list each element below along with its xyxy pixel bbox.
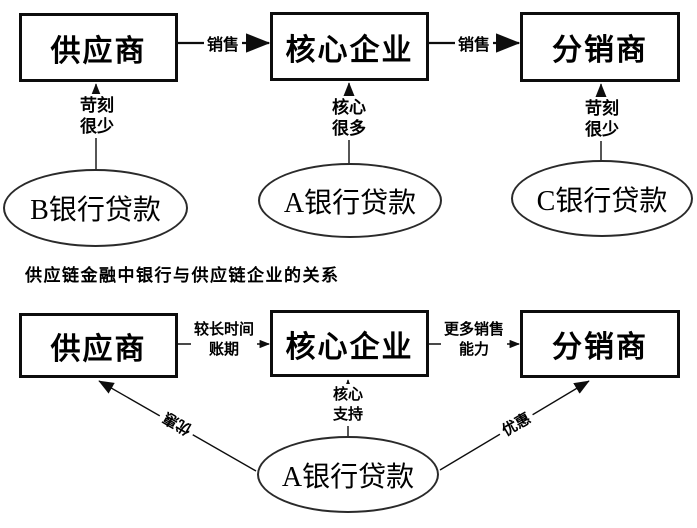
box-core-enterprise-bottom: 核心企业 bbox=[270, 310, 429, 377]
box-distributor-top: 分销商 bbox=[520, 12, 680, 82]
label-sales-right: 销售 bbox=[454, 30, 494, 56]
label-core-support: 核心 支持 bbox=[329, 384, 367, 426]
label-more-sales-capacity: 更多销售 能力 bbox=[440, 319, 508, 361]
label-note-bank-c: 苛刻 很少 bbox=[582, 97, 622, 141]
diagram-caption: 供应链金融中银行与供应链企业的关系 bbox=[25, 266, 340, 285]
ellipse-bank-c-loan: C银行贷款 bbox=[511, 160, 693, 237]
box-distributor-bottom: 分销商 bbox=[520, 310, 680, 378]
ellipse-bank-a-loan-top: A银行贷款 bbox=[258, 163, 442, 238]
label-note-bank-b: 苛刻 很少 bbox=[77, 94, 117, 138]
box-supplier-top: 供应商 bbox=[19, 13, 178, 82]
label-note-bank-a: 核心 很多 bbox=[329, 96, 369, 140]
label-sales-left: 销售 bbox=[203, 30, 243, 56]
ellipse-bank-b-loan: B银行贷款 bbox=[3, 169, 188, 247]
box-supplier-bottom: 供应商 bbox=[19, 313, 178, 378]
box-core-enterprise-top: 核心企业 bbox=[270, 12, 429, 81]
label-longer-payment-term: 较长时间 账期 bbox=[190, 319, 258, 361]
ellipse-bank-a-loan-bottom: A银行贷款 bbox=[257, 436, 439, 513]
